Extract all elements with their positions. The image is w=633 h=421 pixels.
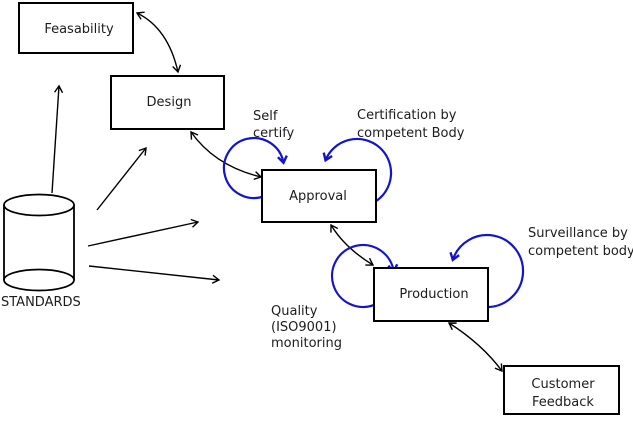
production-node: Production — [373, 267, 489, 322]
customer-feedback-box — [503, 365, 620, 415]
arrow-production-customer-feedback — [447, 322, 503, 373]
production-box — [373, 267, 489, 322]
standards-label: STANDARDS — [1, 295, 81, 310]
feasability-label: Feasability — [44, 22, 114, 37]
customer-feedback-label-line1: Customer — [531, 377, 595, 392]
arrow-standards-to-production — [88, 265, 221, 284]
surveillance-annotation: Surveillance by competent body — [528, 226, 633, 259]
cylinder-top — [3, 193, 75, 217]
quality-line2: (ISO9001) — [271, 320, 337, 335]
feasability-node: Feasability — [18, 2, 134, 54]
cylinder-bottom — [3, 268, 75, 292]
arrow-feasability-design — [135, 11, 182, 74]
quality-line3: monitoring — [271, 336, 342, 351]
self-certify-line2: certify — [253, 126, 295, 141]
design-label: Design — [147, 95, 192, 110]
feasability-box — [18, 2, 134, 54]
standards-cylinder: STANDARDS — [1, 193, 81, 310]
customer-feedback-label-line2: Feedback — [532, 395, 594, 410]
quality-monitoring-annotation: Quality (ISO9001) monitoring — [271, 304, 342, 351]
design-box — [110, 75, 225, 130]
surveillance-line2: competent body — [528, 244, 633, 259]
certification-annotation: Certification by competent Body — [357, 108, 465, 141]
customer-feedback-node: Customer Feedback — [503, 365, 620, 415]
quality-monitoring-loop — [331, 243, 399, 309]
production-label: Production — [399, 287, 468, 302]
arrow-standards-to-design — [96, 146, 147, 211]
approval-box — [261, 169, 377, 223]
surveillance-line1: Surveillance by — [528, 226, 628, 241]
arrow-design-approval — [190, 130, 263, 181]
quality-line1: Quality — [271, 304, 318, 319]
certification-line1: Certification by — [357, 108, 457, 123]
self-certify-annotation: Self certify — [253, 109, 295, 141]
arrow-standards-to-approval — [87, 218, 200, 247]
approval-label: Approval — [289, 189, 347, 204]
arrow-approval-production — [330, 223, 375, 266]
design-node: Design — [110, 75, 225, 130]
certification-loop — [322, 137, 393, 203]
self-certify-loop — [222, 136, 288, 200]
approval-node: Approval — [261, 169, 377, 223]
self-certify-line1: Self — [253, 109, 278, 124]
certification-line2: competent Body — [357, 126, 465, 141]
arrow-standards-to-feasability — [51, 84, 64, 194]
surveillance-loop — [449, 233, 525, 309]
